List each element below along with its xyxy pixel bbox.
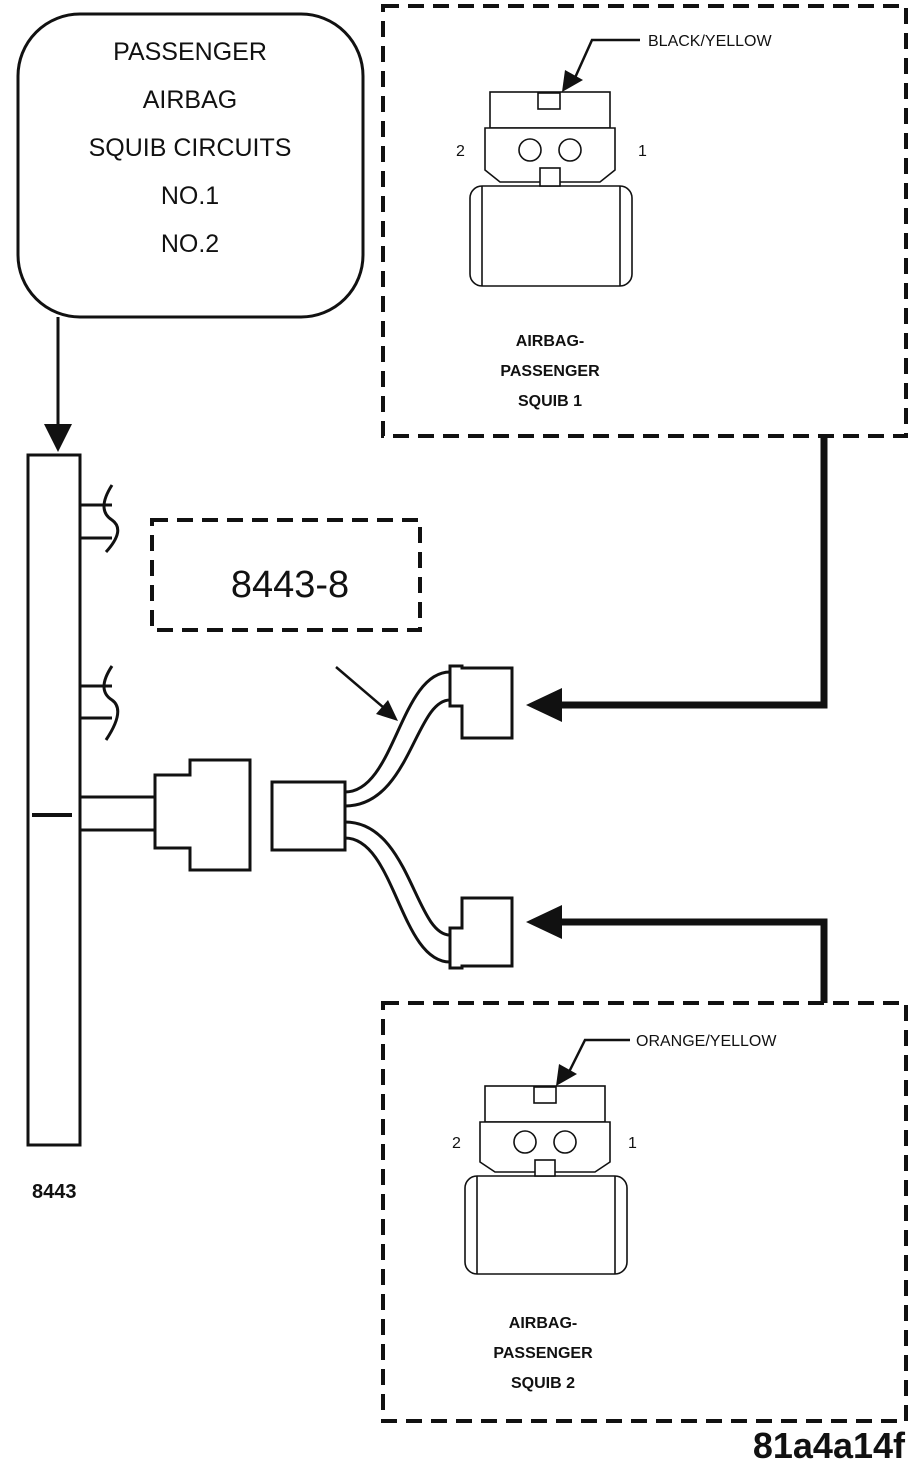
- squib-2-pin-2: 2: [452, 1135, 461, 1152]
- figure-id: 81a4a14f: [753, 1425, 906, 1466]
- box-line-4: NO.1: [161, 182, 219, 210]
- box-line-3: SQUIB CIRCUITS: [89, 134, 292, 162]
- cut-lead-2: [102, 665, 120, 741]
- squib-1-title-2: PASSENGER: [500, 363, 600, 380]
- squib-2-wire-color: ORANGE/YELLOW: [636, 1033, 777, 1050]
- squib-2-title-3: SQUIB 2: [511, 1375, 575, 1392]
- adapter-connector-2: [448, 896, 514, 970]
- squib-circuits-box: PASSENGER AIRBAG SQUIB CIRCUITS NO.1 NO.…: [16, 12, 365, 319]
- squib-2-arrow: [526, 905, 828, 1003]
- adapter-label: 8443-8: [231, 564, 349, 606]
- cut-lead-1: [102, 484, 120, 554]
- squib-1-box: [381, 4, 908, 438]
- adapter-body: [270, 780, 347, 852]
- tester-cable: [80, 795, 155, 832]
- box-line-2: AIRBAG: [143, 86, 237, 114]
- squib-1-title-3: SQUIB 1: [518, 393, 582, 410]
- squib-2-wire-callout: [556, 1038, 630, 1086]
- tester-label: 8443: [32, 1181, 77, 1203]
- squib-2-box: [381, 1001, 908, 1423]
- adapter-connector-1: [448, 664, 514, 740]
- squib-2-connector: [464, 1085, 628, 1275]
- box-line-5: NO.2: [161, 230, 219, 258]
- tester-connector: [153, 758, 252, 872]
- squib-1-connector: [469, 91, 633, 287]
- squib-1-wire-color: BLACK/YELLOW: [648, 33, 773, 50]
- squib-2-title-1: AIRBAG-: [509, 1315, 577, 1332]
- adapter-pointer: [335, 666, 398, 721]
- squib-2-title-2: PASSENGER: [493, 1345, 593, 1362]
- squib-1-wire-callout: [562, 38, 640, 92]
- squib-1-arrow: [526, 436, 828, 722]
- tester-bar: [26, 453, 120, 1147]
- squib-1-title-1: AIRBAG-: [516, 333, 584, 350]
- box-line-1: PASSENGER: [113, 38, 267, 66]
- adapter-label-box: 8443-8: [150, 518, 422, 632]
- squib-1-pin-2: 2: [456, 143, 465, 160]
- squib-2-pin-1: 1: [628, 1135, 637, 1152]
- squib-1-pin-1: 1: [638, 143, 647, 160]
- adapter-branches: [344, 670, 451, 964]
- source-arrow: [44, 317, 72, 452]
